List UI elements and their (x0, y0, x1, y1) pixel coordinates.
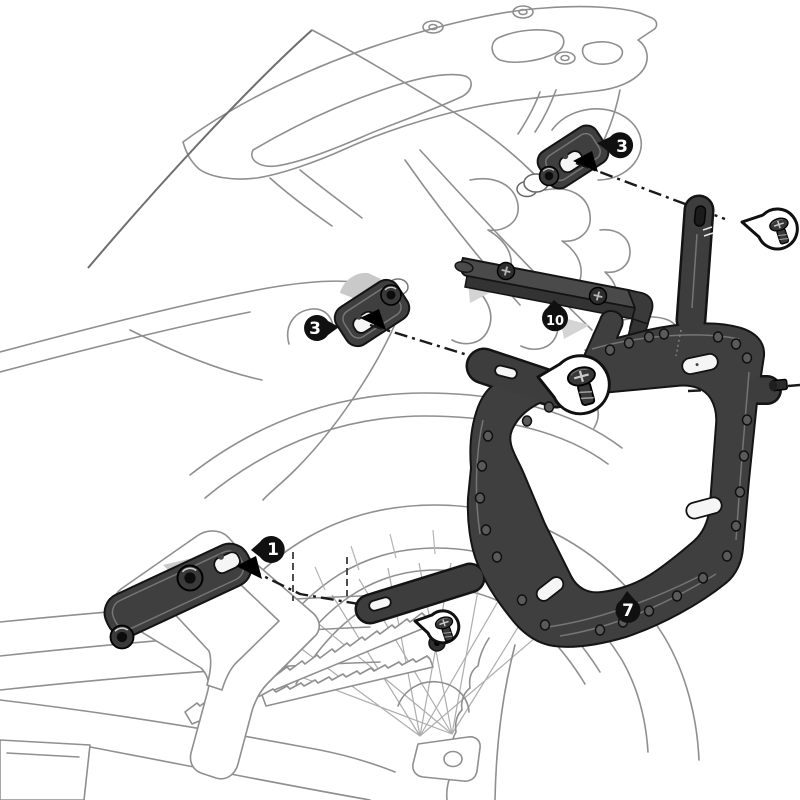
rear-mount-bolt (768, 378, 788, 392)
footrest-adapter-part (103, 542, 253, 650)
carrier-holes (474, 328, 753, 636)
crossbar-part (454, 256, 654, 344)
crossbar-screw (588, 286, 608, 306)
callout-7: 7 (615, 591, 641, 623)
screw-balloon-top (740, 207, 799, 251)
callout-10-label: 10 (546, 314, 564, 329)
screw-balloon-bottom (413, 609, 461, 645)
seat-and-tail (0, 29, 642, 501)
lower-arm-slot (368, 596, 392, 612)
callout-1: 1 (251, 536, 285, 564)
arrow-icon (236, 556, 262, 579)
callout-1-label: 1 (267, 540, 279, 560)
callout-3-side: 3 (304, 315, 339, 341)
carrier-slot (535, 576, 565, 602)
crossbar-screw (496, 261, 516, 281)
keyhole-slot (558, 150, 584, 174)
callout-7-label: 7 (622, 601, 634, 621)
callout-3-upper-label: 3 (616, 137, 628, 157)
rear-rack (182, 5, 658, 227)
callout-3-upper: 3 (597, 132, 634, 159)
screw-balloon-middle (536, 354, 611, 416)
callout-3-side-label: 3 (309, 319, 321, 339)
upper-rear-adapter-part (516, 124, 610, 198)
front-arm-slot (494, 364, 518, 380)
arrow-icon (360, 309, 386, 330)
rear-fender (189, 392, 623, 499)
rear-arm-slot (693, 205, 707, 227)
rack-bolt (422, 5, 576, 65)
arrow-icon (573, 151, 598, 172)
upper-front-adapter-part (333, 272, 411, 348)
side-carrier-part (354, 194, 788, 648)
callout-10: 10 (542, 300, 568, 332)
keyhole-slot (213, 551, 241, 575)
carrier-slot (681, 353, 719, 375)
pointer-arrows (236, 151, 598, 579)
carrier-slot (685, 496, 723, 520)
assembly-line-right (787, 383, 800, 388)
chain-slider-serration (261, 655, 434, 707)
